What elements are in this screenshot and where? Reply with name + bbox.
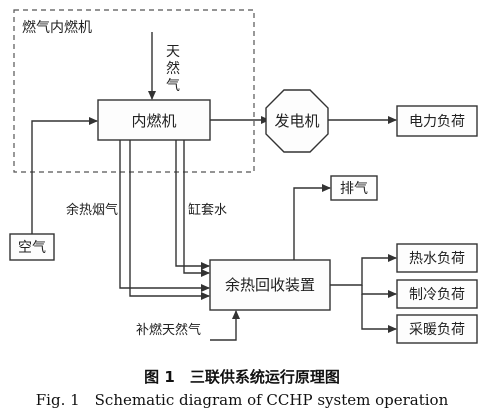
gas-engine-group-label: 燃气内燃机 <box>22 19 92 36</box>
caption-chinese: 图 1 三联供系统运行原理图 <box>144 368 340 386</box>
generator-label: 发电机 <box>274 112 319 130</box>
jacket-water-arrow-1 <box>175 140 210 270</box>
jacket-water-arrow-2 <box>183 140 210 277</box>
recovery-label: 余热回收装置 <box>225 276 315 294</box>
cooling-load-label: 制冷负荷 <box>409 287 465 303</box>
supplement-gas-arrow <box>210 310 240 341</box>
natural-gas-label-1: 天 <box>166 44 180 60</box>
flue-gas-label: 余热烟气 <box>66 202 118 218</box>
electric-load-box <box>396 105 478 137</box>
supplement-gas-label: 补燃天然气 <box>136 322 201 338</box>
hot-water-load-box <box>396 243 478 273</box>
generator-octagon <box>265 89 329 153</box>
natural-gas-label-2: 然 <box>166 60 180 77</box>
electric-load-label: 电力负荷 <box>409 114 465 130</box>
caption-english: Fig. 1 Schematic diagram of CCHP system … <box>36 391 449 409</box>
heating-load-label: 采暖负荷 <box>409 322 465 338</box>
engine-label: 内燃机 <box>131 112 176 130</box>
to-cooling-arrow <box>361 285 397 298</box>
air-to-engine-arrow <box>31 117 98 234</box>
gas-engine-group-border <box>13 9 255 173</box>
jacket-water-label: 缸套水 <box>188 202 227 218</box>
cooling-load-box <box>396 279 478 309</box>
flue-gas-arrow-2 <box>129 140 210 300</box>
recovery-box <box>209 259 331 311</box>
flue-gas-arrow-1 <box>119 140 210 292</box>
hot-water-load-label: 热水负荷 <box>409 251 465 267</box>
exhaust-box <box>330 175 378 201</box>
exhaust-arrow <box>293 184 331 260</box>
exhaust-label: 排气 <box>340 181 368 197</box>
to-heating-arrow <box>361 294 397 333</box>
natural-gas-label-3: 气 <box>166 78 180 94</box>
heating-load-box <box>396 314 478 344</box>
to-hot-water-arrow <box>330 254 397 286</box>
air-label: 空气 <box>18 240 46 256</box>
